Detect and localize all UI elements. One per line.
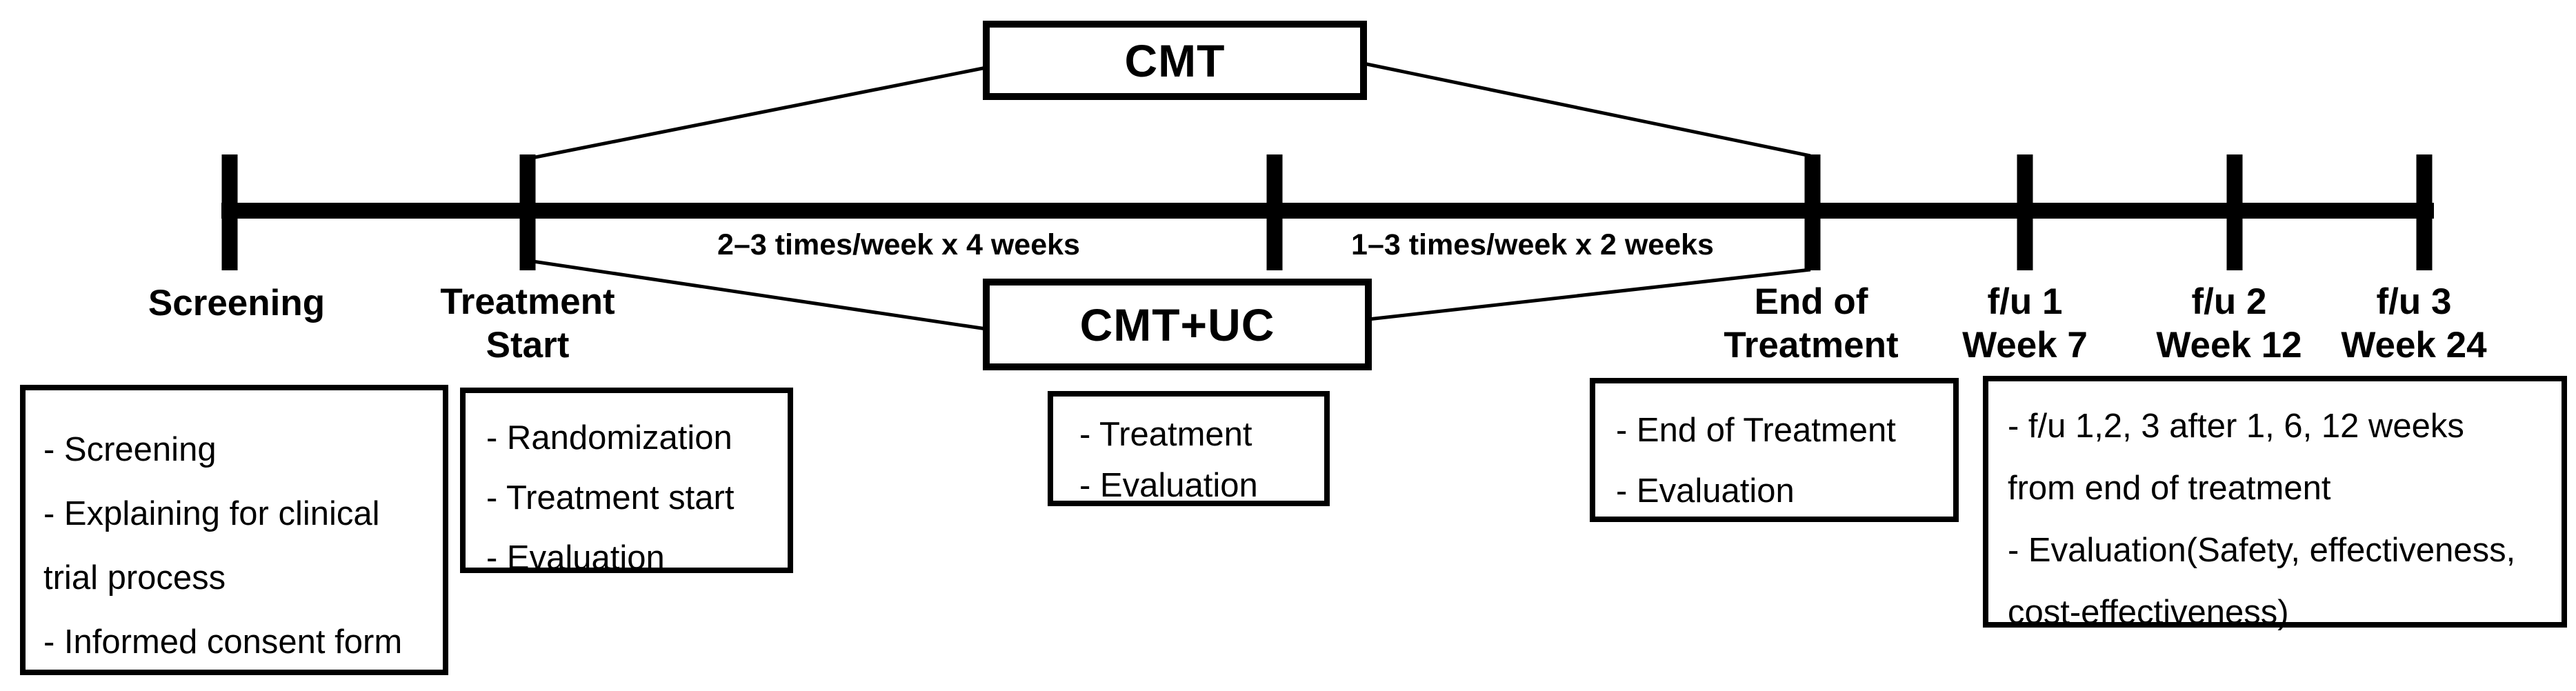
milestone-label-treatment-start: Treatment Start xyxy=(440,280,615,367)
milestone-label-line: Week 24 xyxy=(2341,325,2487,365)
note-box-end-of-treatment: - End of Treatment - Evaluation xyxy=(1590,378,1959,522)
note-box-treatment-start: - Randomization - Treatment start - Eval… xyxy=(460,388,793,577)
note-line: - Informed consent form xyxy=(43,623,403,661)
note-line: - f/u 1,2, 3 after 1, 6, 12 weeks xyxy=(2008,408,2464,445)
connector-cmt-left xyxy=(528,66,987,161)
milestone-label-line: Week 7 xyxy=(1962,325,2088,365)
note-line: - Explaining for clinical xyxy=(43,495,380,532)
note-line: - Evaluation xyxy=(1616,472,1795,510)
milestone-label-screening: Screening xyxy=(148,281,325,325)
note-line: trial process xyxy=(43,559,226,597)
milestone-label-follow-up-2: f/u 2 Week 12 xyxy=(2156,280,2302,367)
connector-cmt-right xyxy=(1363,61,1811,158)
note-line: from end of treatment xyxy=(2008,470,2331,507)
cmt-uc-arm-box: CMT+UC xyxy=(983,279,1372,370)
milestone-label-end-of-treatment: End of Treatment xyxy=(1724,280,1898,367)
note-line: - Evaluation(Safety, effectiveness, xyxy=(2008,532,2516,569)
tick-follow-up-3 xyxy=(2416,154,2433,270)
milestone-label-line: f/u 1 xyxy=(1987,281,2063,322)
milestone-label-line: Treatment xyxy=(1724,325,1899,365)
tick-follow-up-2 xyxy=(2226,154,2243,270)
milestone-label-line: Week 12 xyxy=(2156,325,2302,365)
note-box-follow-up: - f/u 1,2, 3 after 1, 6, 12 weeks from e… xyxy=(1983,376,2567,631)
segment-label-phase2: 1–3 times/week x 2 weeks xyxy=(1351,228,1714,261)
timeline-line xyxy=(221,203,2434,219)
tick-screening xyxy=(221,154,238,270)
note-box-treatment-period: - Treatment - Evaluation xyxy=(1048,391,1330,506)
connector-cmtuc-left xyxy=(528,259,987,331)
tick-mid-treatment xyxy=(1266,154,1283,270)
milestone-label-line: f/u 2 xyxy=(2191,281,2267,322)
note-line: - Treatment xyxy=(1079,416,1252,453)
tick-follow-up-1 xyxy=(2017,154,2033,270)
tick-treatment-start xyxy=(519,154,536,270)
cmt-arm-box: CMT xyxy=(983,21,1367,100)
milestone-label-follow-up-3: f/u 3 Week 24 xyxy=(2341,280,2486,367)
milestone-label-line: Treatment xyxy=(440,281,615,322)
milestone-label-line: End of xyxy=(1754,281,1868,322)
note-line: - Evaluation xyxy=(486,539,665,577)
note-box-screening: - Screening - Explaining for clinical tr… xyxy=(20,385,448,675)
note-line: - Treatment start xyxy=(486,479,735,517)
cmt-arm-label: CMT xyxy=(1124,34,1226,86)
milestone-label-line: f/u 3 xyxy=(2376,281,2452,322)
milestone-label-line: Screening xyxy=(148,283,326,323)
note-line: - Evaluation xyxy=(1079,467,1258,504)
tick-end-of-treatment xyxy=(1804,154,1821,270)
segment-label-phase1: 2–3 times/week x 4 weeks xyxy=(717,228,1080,261)
milestone-label-follow-up-1: f/u 1 Week 7 xyxy=(1962,280,2088,367)
note-line: - Randomization xyxy=(486,419,732,457)
cmt-uc-arm-label: CMT+UC xyxy=(1079,299,1275,350)
note-line: - End of Treatment xyxy=(1616,412,1896,449)
connector-cmtuc-right xyxy=(1368,268,1811,321)
note-line: - Screening xyxy=(43,431,217,468)
note-line: cost-effectiveness) xyxy=(2008,594,2289,631)
milestone-label-line: Start xyxy=(486,325,570,365)
